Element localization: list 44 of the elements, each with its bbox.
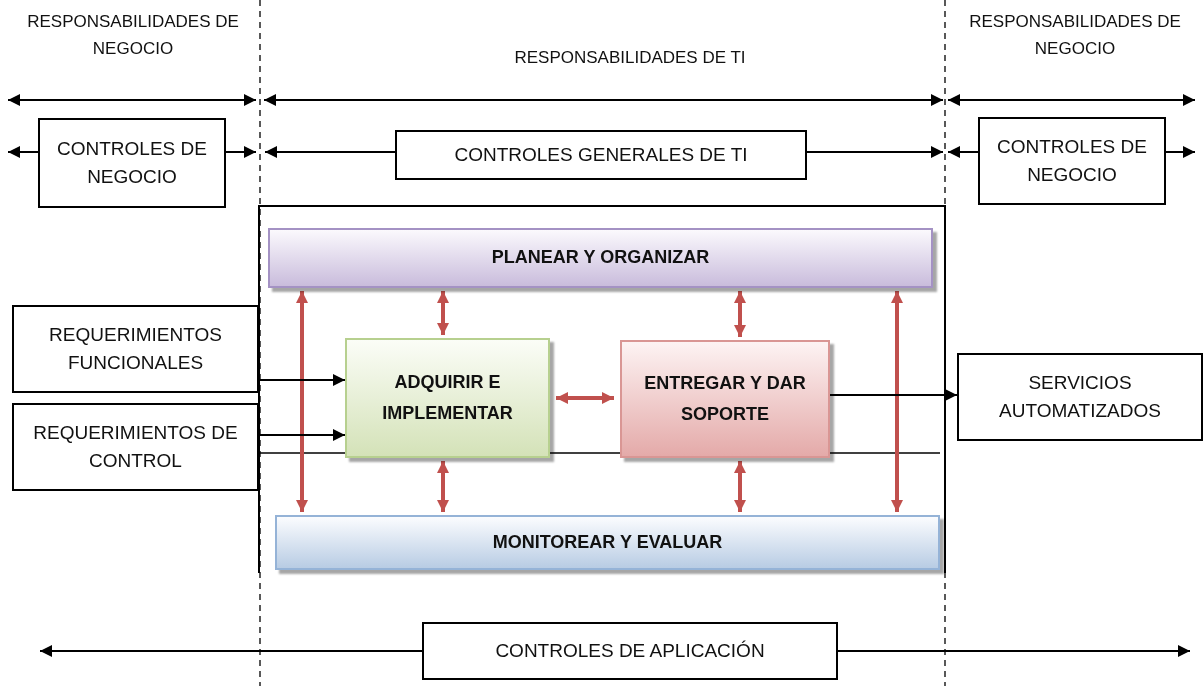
- arrow: [258, 429, 346, 441]
- process-box: [345, 338, 550, 458]
- node-text: CONTROLES DE NEGOCIO: [996, 134, 1148, 187]
- frame-box: [258, 205, 946, 573]
- process-box: [620, 340, 830, 458]
- column-heading: RESPONSABILIDADES DE NEGOCIO: [968, 11, 1182, 61]
- label-box: [395, 130, 807, 180]
- label-box: [957, 353, 1203, 441]
- node-text: REQUERIMIENTOS FUNCIONALES: [48, 322, 223, 375]
- arrow: [1165, 146, 1196, 158]
- double-arrow: [556, 392, 614, 404]
- arrow: [837, 645, 1191, 657]
- column-heading: RESPONSABILIDADES DE TI: [513, 47, 747, 69]
- arrow: [806, 146, 944, 158]
- node-text: ADQUIRIR E IMPLEMENTAR: [381, 370, 514, 425]
- double-arrow: [891, 291, 903, 512]
- arrow: [264, 146, 396, 158]
- arrow: [225, 146, 257, 158]
- double-arrow: [734, 291, 746, 337]
- arrow: [7, 146, 39, 158]
- double-arrow: [437, 291, 449, 335]
- arrow: [258, 374, 346, 386]
- arrow: [39, 645, 423, 657]
- double-arrow: [296, 291, 308, 512]
- node-text: CONTROLES DE NEGOCIO: [56, 136, 208, 189]
- node-text: MONITOREAR Y EVALUAR: [492, 530, 723, 554]
- double-arrow: [734, 461, 746, 512]
- column-heading: RESPONSABILIDADES DE NEGOCIO: [26, 11, 240, 61]
- double-arrow: [437, 461, 449, 512]
- process-band: [275, 515, 940, 570]
- label-box: [12, 403, 259, 491]
- process-band: [268, 228, 933, 288]
- node-text: ENTREGAR Y DAR SOPORTE: [643, 371, 807, 426]
- arrow: [829, 389, 958, 401]
- label-box: [38, 118, 226, 208]
- node-text: SERVICIOS AUTOMATIZADOS: [998, 370, 1162, 423]
- node-text: REQUERIMIENTOS DE CONTROL: [32, 420, 239, 473]
- node-text: CONTROLES DE APLICACIÓN: [495, 638, 765, 663]
- arrow: [947, 146, 979, 158]
- node-text: PLANEAR Y ORGANIZAR: [491, 246, 710, 270]
- label-box: [422, 622, 838, 680]
- label-box: [978, 117, 1166, 205]
- node-text: CONTROLES GENERALES DE TI: [454, 142, 748, 167]
- label-box: [12, 305, 259, 393]
